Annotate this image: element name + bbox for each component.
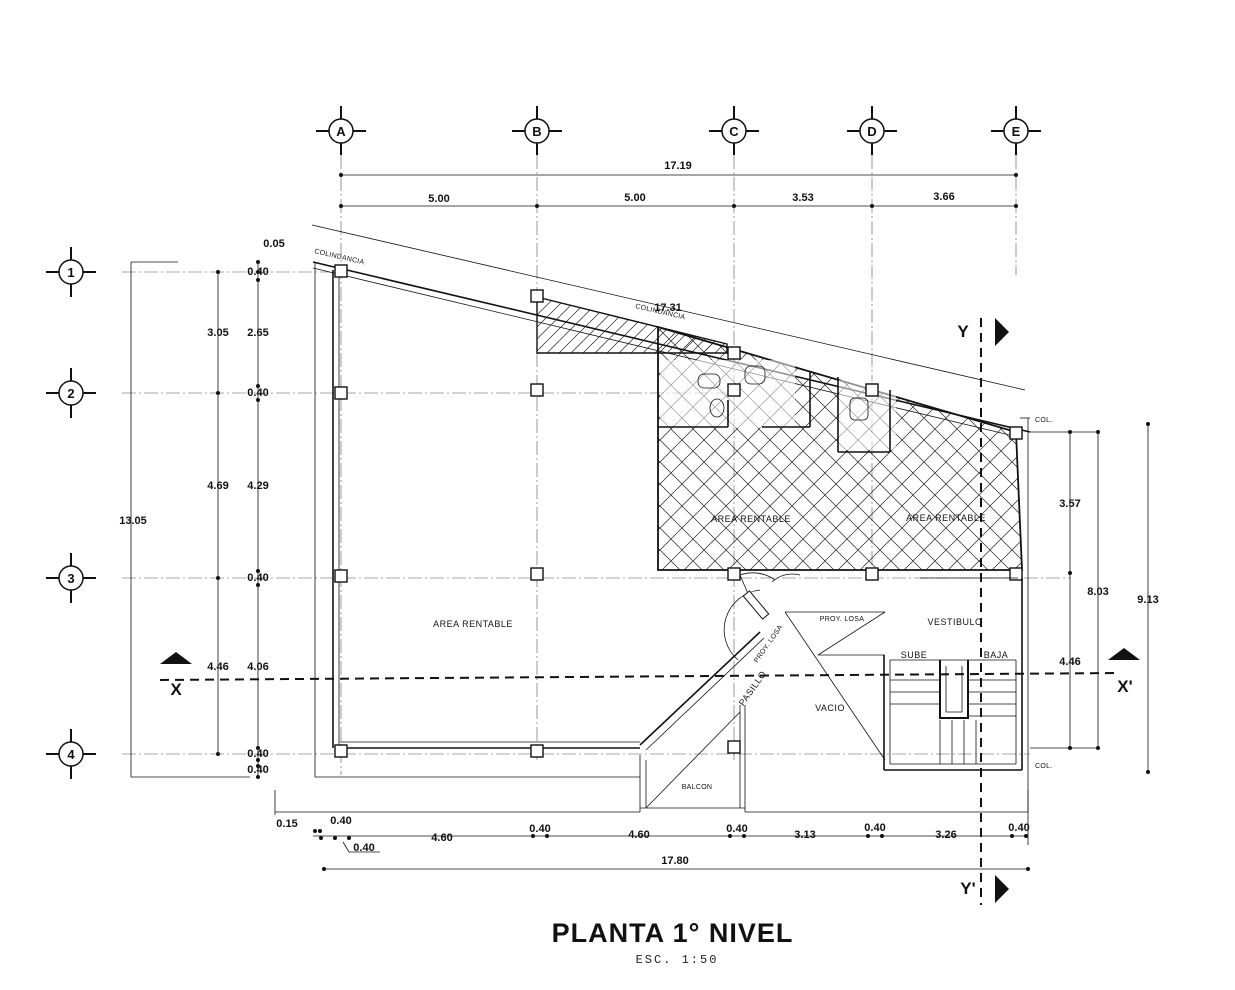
label-area-rentable-2: AREA RENTABLE [711, 514, 791, 524]
grid-label-1: 1 [67, 265, 74, 280]
dim-bottom-7: 0.40 [726, 823, 747, 835]
bottom-dimensions: 0.15 0.40 0.40 4.60 0.40 4.60 0.40 3.13 … [274, 790, 1030, 871]
grid-axis-rows: 1 2 3 4 [46, 247, 96, 779]
dim-left-inner-7: 4.06 [247, 661, 268, 673]
dim-left-inner-5: 4.29 [247, 480, 268, 492]
drawing-title: PLANTA 1° NIVEL [551, 918, 794, 948]
label-balcon: BALCON [682, 784, 713, 791]
dim-bottom-6: 4.60 [628, 829, 649, 841]
dim-left-inner-8: 0.40 [247, 748, 268, 760]
grid-marker-a: A [316, 106, 366, 155]
grid-marker-c: C [709, 106, 759, 155]
dim-top-span-bc: 5.00 [624, 192, 645, 204]
dim-top-total: 17.19 [664, 160, 692, 172]
section-label-y: Y [957, 322, 969, 341]
toilet-icon [709, 398, 725, 418]
grid-label-c: C [729, 124, 739, 139]
dim-right-c: 8.03 [1087, 586, 1108, 598]
dim-left-inner-1: 0.05 [263, 238, 284, 250]
vestibule-stairs [639, 572, 1023, 812]
label-proy-losa-1: PROY. LOSA [820, 616, 865, 623]
drawing-scale: ESC. 1:50 [635, 953, 719, 967]
left-dimensions: 13.05 3.05 4.69 4.46 0.05 0.40 2.65 0.40… [119, 238, 285, 779]
section-label-x: X [170, 680, 182, 699]
grid-label-3: 3 [67, 571, 74, 586]
label-vestibulo: VESTIBULO [927, 617, 982, 627]
grid-marker-2: 2 [46, 368, 96, 418]
dim-bottom-10: 3.26 [935, 829, 956, 841]
dim-bottom-1: 0.15 [276, 818, 297, 830]
label-area-rentable-3: AREA RENTABLE [906, 513, 986, 523]
grid-label-2: 2 [67, 386, 74, 401]
toilet-icon [744, 365, 766, 385]
hatched-zones [536, 296, 1023, 571]
dim-right-d: 9.13 [1137, 594, 1158, 606]
dim-bottom-8: 3.13 [794, 829, 815, 841]
section-arrow-x-prime-icon [1108, 648, 1140, 660]
section-arrow-x-icon [160, 652, 192, 664]
label-baja: BAJA [984, 650, 1009, 660]
section-label-x-prime: X' [1117, 677, 1132, 696]
dim-bottom-3: 0.40 [353, 842, 374, 854]
dim-bottom-5: 0.40 [529, 823, 550, 835]
right-dimensions: 3.57 4.46 8.03 9.13 [1030, 422, 1159, 774]
label-sube: SUBE [901, 650, 928, 660]
grid-label-a: A [336, 124, 346, 139]
grid-marker-3: 3 [46, 553, 96, 603]
structural-columns [334, 264, 1023, 758]
grid-marker-1: 1 [46, 247, 96, 297]
dim-top-span-cd: 3.53 [792, 192, 813, 204]
dim-bottom-2: 0.40 [330, 815, 351, 827]
dim-left-inner-3: 2.65 [247, 327, 268, 339]
grid-axis-columns: A B C D E [316, 106, 1041, 155]
dim-left-outer-1: 3.05 [207, 327, 228, 339]
dim-diagonal: 17.31 [654, 302, 682, 314]
section-arrow-y-icon [995, 318, 1009, 346]
dim-left-inner-2: 0.40 [247, 266, 268, 278]
grid-label-4: 4 [67, 747, 75, 762]
label-area-rentable-1: AREA RENTABLE [433, 619, 513, 629]
sink-icon [697, 373, 721, 389]
dim-left-outer-2: 4.69 [207, 480, 228, 492]
dim-left-total: 13.05 [119, 515, 147, 527]
dim-left-inner-4: 0.40 [247, 387, 268, 399]
dim-top-span-ab: 5.00 [428, 193, 449, 205]
grid-marker-b: B [512, 106, 562, 155]
section-arrow-y-prime-icon [995, 875, 1009, 903]
grid-marker-4: 4 [46, 729, 96, 779]
service-rooms [658, 365, 891, 453]
label-vacio: VACIO [815, 703, 845, 713]
dim-bottom-11: 0.40 [1008, 822, 1029, 834]
dim-left-inner-6: 0.40 [247, 572, 268, 584]
toilet-icon [849, 397, 869, 421]
dim-bottom-4: 4.60 [431, 832, 452, 844]
top-dimensions: 17.19 5.00 5.00 3.53 3.66 [339, 160, 1018, 208]
dim-right-b: 4.46 [1059, 656, 1080, 668]
label-col-2: COL. [1035, 763, 1053, 770]
dim-bottom-9: 0.40 [864, 822, 885, 834]
dim-left-outer-3: 4.46 [207, 661, 228, 673]
grid-label-e: E [1012, 124, 1021, 139]
dim-right-a: 3.57 [1059, 498, 1080, 510]
dim-left-inner-9: 0.40 [247, 764, 268, 776]
grid-label-b: B [532, 124, 541, 139]
section-label-y-prime: Y' [960, 879, 975, 898]
label-col-1: COL. [1035, 417, 1053, 424]
dim-bottom-total: 17.80 [661, 855, 689, 867]
grid-marker-d: D [847, 106, 897, 155]
dim-top-span-de: 3.66 [933, 191, 954, 203]
section-cuts: X X' Y Y' [159, 318, 1140, 905]
grid-label-d: D [867, 124, 876, 139]
grid-marker-e: E [991, 106, 1041, 155]
main-walls [332, 270, 765, 751]
